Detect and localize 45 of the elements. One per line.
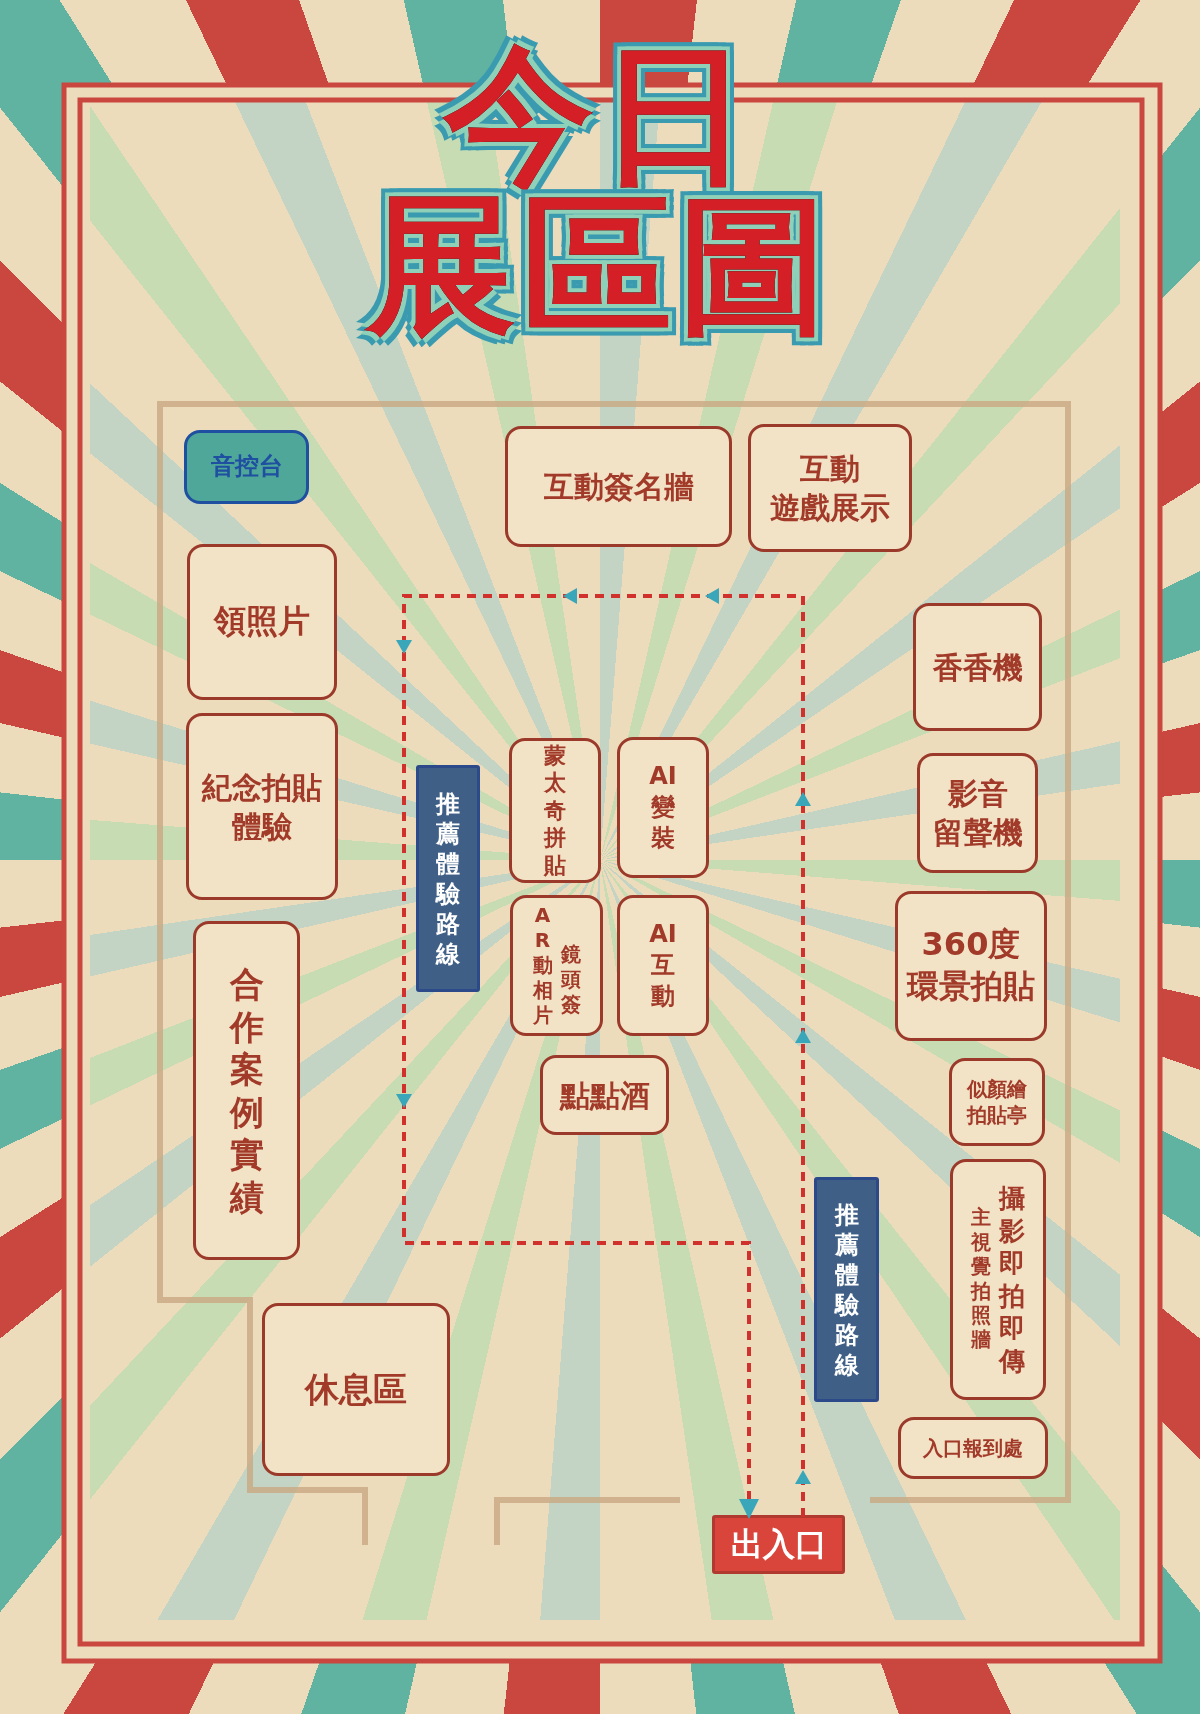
booth-box xyxy=(262,1303,450,1476)
booth-label: 主視覺拍照牆 xyxy=(971,1206,991,1353)
booth-label: 音控台 xyxy=(210,451,283,483)
booth-box xyxy=(193,921,300,1260)
booth-box xyxy=(950,1159,1046,1400)
booth-box xyxy=(898,1417,1048,1479)
booth-box xyxy=(913,603,1042,731)
booth-label: 香香機 xyxy=(932,648,1023,687)
booth-label: 入口報到處 xyxy=(923,1435,1023,1461)
booth-box xyxy=(187,544,337,700)
booth-box xyxy=(617,737,709,878)
route-sign xyxy=(814,1177,879,1402)
route-sign xyxy=(416,765,480,992)
booth-box xyxy=(895,891,1047,1041)
booth-box xyxy=(748,424,912,552)
booth-label: 攝影即拍即傳 xyxy=(999,1182,1025,1377)
booth-label: 紀念拍貼體驗 xyxy=(202,768,322,846)
booth-label: AR動相片 xyxy=(532,903,553,1028)
booth-label: 休息區 xyxy=(305,1368,407,1412)
booth-label: 互動簽名牆 xyxy=(543,468,694,506)
booth-box xyxy=(510,895,603,1036)
booth-label: 點點酒 xyxy=(559,1076,650,1115)
booth-label: AI互動 xyxy=(649,918,677,1013)
booth-box xyxy=(917,753,1038,873)
booth-box xyxy=(509,738,601,883)
booth-box xyxy=(505,426,732,547)
booth-label: 似顏繪拍貼亭 xyxy=(967,1076,1027,1128)
booth-box xyxy=(186,713,338,900)
booth-box xyxy=(184,430,309,504)
booth-label: AI變裝 xyxy=(649,760,677,855)
booth-label: 合作案例實績 xyxy=(229,963,264,1218)
booth-label: 影音留聲機 xyxy=(932,775,1023,852)
booth-label: 360度環景拍貼 xyxy=(907,924,1035,1007)
route-arrow xyxy=(402,594,805,1519)
booth-box xyxy=(540,1055,669,1135)
booth-label: 鏡頭簽 xyxy=(560,942,581,1017)
booth-box xyxy=(949,1058,1045,1146)
exit-label: 出入口 xyxy=(730,1523,827,1565)
booth-label: 領照片 xyxy=(214,601,310,643)
booth-label: 蒙太奇拼貼 xyxy=(544,741,566,880)
route-label: 推薦體驗路線 xyxy=(834,1199,859,1380)
exit-sign xyxy=(712,1515,845,1574)
booth-label: 互動遊戲展示 xyxy=(770,450,890,527)
route-label: 推薦體驗路線 xyxy=(436,788,460,969)
booth-box xyxy=(617,895,709,1036)
